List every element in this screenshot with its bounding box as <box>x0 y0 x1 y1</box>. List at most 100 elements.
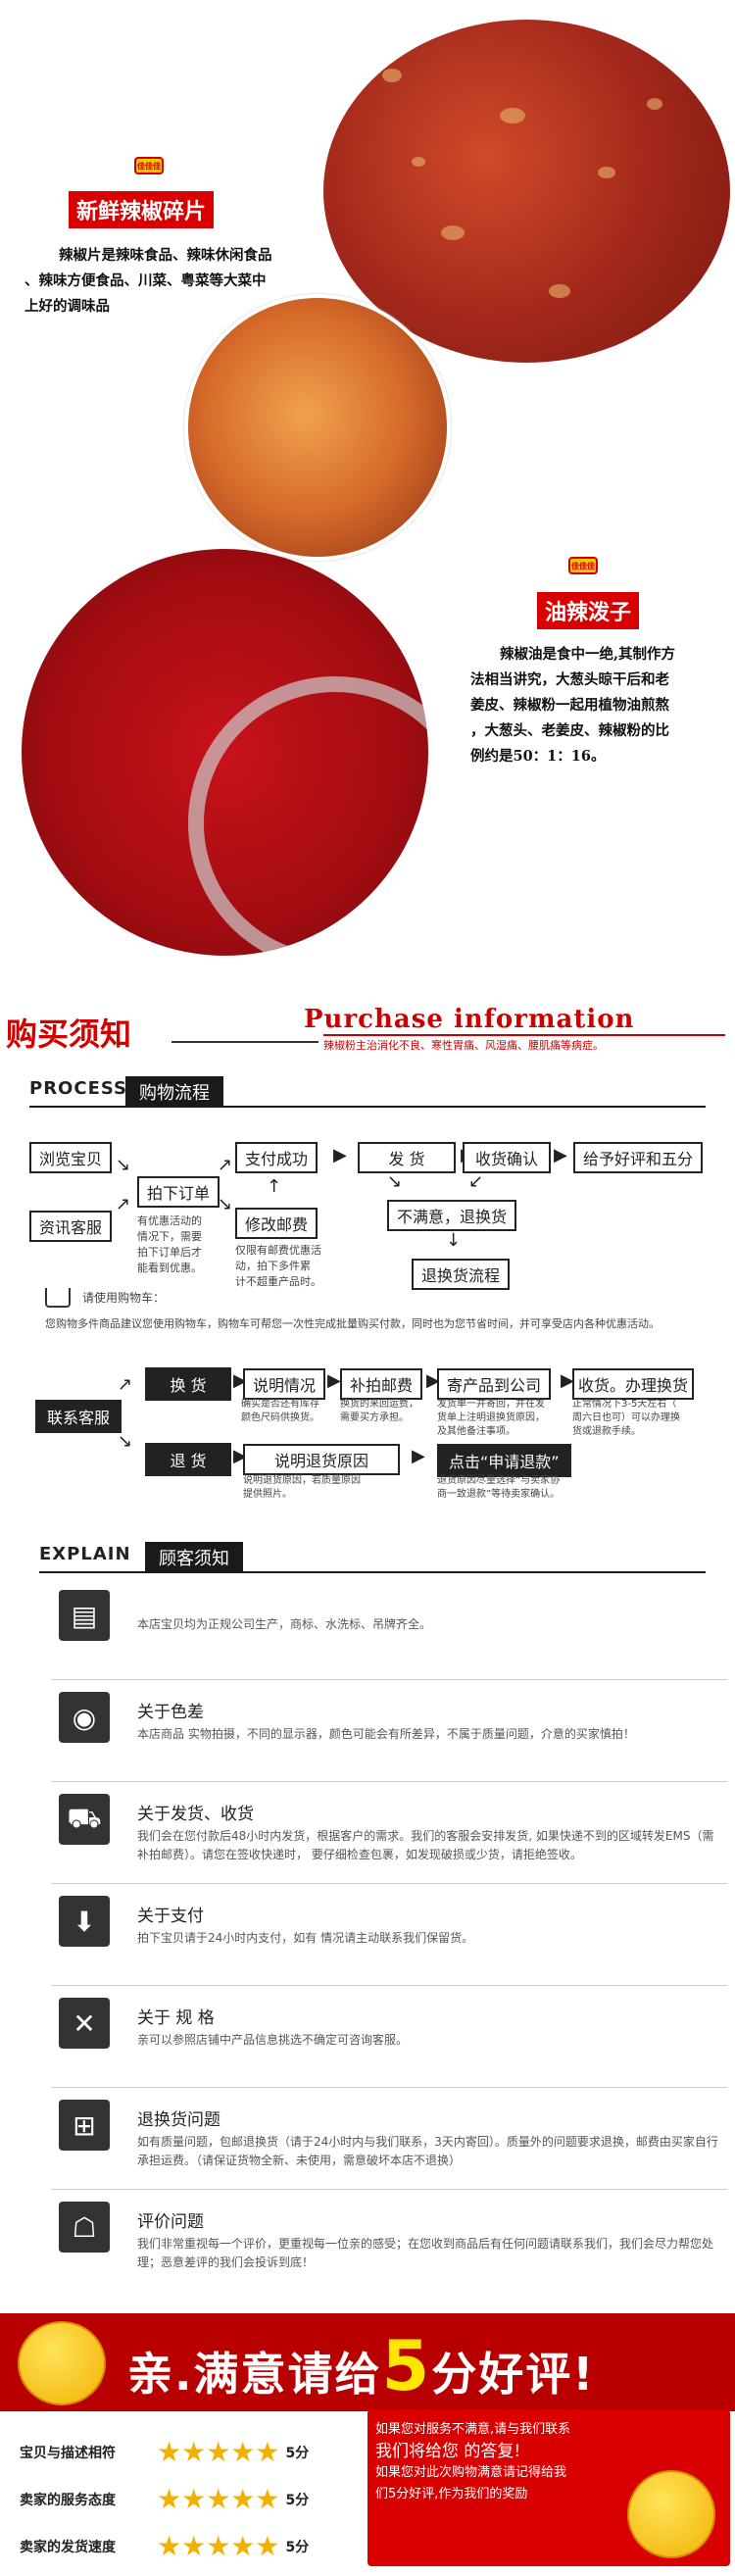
explain-item: ✕ 关于 规 格 亲可以参照店铺中产品信息挑选不确定可咨询客服。 <box>51 1986 727 2088</box>
arrow-icon: ▶ <box>333 1145 347 1165</box>
brand-logo-text: 佳佳佳 <box>571 561 595 570</box>
arrow-icon: ▶ <box>327 1370 341 1391</box>
purchase-title: 购买须知 <box>6 1016 132 1053</box>
desc-line: ，大葱头、老姜皮、辣椒粉的比 <box>470 722 669 739</box>
explain-text: 如有质量问题，包邮退换货（请于24小时内与我们联系，3天内寄回）。质量外的问题要… <box>137 2135 718 2167</box>
step-return-flow: 退换货流程 <box>412 1259 511 1290</box>
size-icon: ✕ <box>59 1998 110 2049</box>
situation-note: 确实是否还有库存 颜色尺码供换货。 <box>241 1398 319 1425</box>
divider <box>29 1106 706 1108</box>
star-icon: ★★★★★ <box>157 2436 280 2468</box>
arrow-icon: ↘ <box>387 1171 403 1192</box>
cart-icon <box>45 1288 71 1308</box>
explain-item: ⬇ 关于支付 拍下宝贝请于24小时内支付，如有 情况请主动联系我们保留货。 <box>51 1884 727 1986</box>
arrow-icon: ↗ <box>118 1374 133 1395</box>
review-banner <box>0 2313 735 2411</box>
cart-note: 您购物多件商品建议您使用购物车，购物车可帮您一次性完成批量购买付款，同时也为您节… <box>45 1317 660 1330</box>
cta-line: 如果您对服务不满意,请与我们联系 <box>375 2422 571 2437</box>
edit-note: 仅限有邮费优惠活 动，拍下多件累 计不超重产品时。 <box>235 1243 321 1290</box>
step-exchange: 换 货 <box>145 1367 231 1401</box>
cta-line: 们5分好评,作为我们的奖励 <box>375 2487 528 2502</box>
explain-title: 关于支付 <box>137 1907 204 1926</box>
step-send-company: 寄产品到公司 <box>437 1368 552 1400</box>
explain-item: ▤ 本店宝贝均为正规公司生产，商标、水洗标、吊牌齐全。 <box>51 1578 727 1680</box>
note-line: 仅限有邮费优惠活 <box>235 1244 321 1257</box>
divider <box>172 1041 318 1043</box>
step-order: 拍下订单 <box>137 1176 220 1208</box>
desc-line: 、辣味方便食品、川菜、粤菜等大菜中 <box>24 272 267 289</box>
explain-text: 拍下宝贝请于24小时内支付，如有 情况请主动联系我们保留货。 <box>137 1931 474 1945</box>
step-refund-reason: 说明退货原因 <box>243 1444 400 1475</box>
step-pay-postage: 补拍邮费 <box>340 1368 423 1400</box>
arrow-icon: ▶ <box>561 1370 574 1391</box>
review-icon: ☖ <box>59 2202 110 2253</box>
step-ship: 发 货 <box>358 1142 456 1173</box>
rating-score: 5分 <box>285 2540 310 2555</box>
brand-logo-text: 佳佳佳 <box>137 161 161 171</box>
arrow-icon: ↘ <box>218 1194 233 1214</box>
chili-flakes-image <box>323 20 730 363</box>
arrow-icon: ↗ <box>218 1155 233 1175</box>
rating-label: 卖家的发货速度 <box>20 2540 116 2555</box>
note-line: 正常情况下3-5天左右（ <box>572 1399 677 1410</box>
explain-title: 退换货问题 <box>137 2110 220 2130</box>
note-line: 货或退款手续。 <box>572 1426 641 1437</box>
rating-row: 宝贝与描述相符 ★★★★★ 5分 <box>20 2429 363 2476</box>
rating-score: 5分 <box>285 2446 310 2461</box>
step-edit-postage: 修改邮费 <box>235 1208 318 1239</box>
arrow-down-icon: ↓ <box>446 1230 462 1251</box>
send-note: 发货单一并寄回，并在发 货单上注明退换货原因， 及其他备注事项。 <box>437 1398 545 1439</box>
cta-line: 如果您对此次购物满意请记得给我 <box>375 2465 567 2480</box>
explain-title: 关于 规 格 <box>137 2008 215 2028</box>
certificate-icon: ▤ <box>59 1590 110 1641</box>
section-label: EXPLAIN <box>39 1544 131 1564</box>
desc-line: 法相当讲究，大葱头晾干后和老 <box>470 671 669 688</box>
product-title: 新鲜辣椒碎片 <box>69 191 215 228</box>
chili-oil-image <box>22 549 428 956</box>
banner-prefix: 亲.满意请给 <box>127 2348 382 2401</box>
explain-title: 关于色差 <box>137 1703 204 1722</box>
purchase-title-en: Purchase information <box>304 1005 635 1034</box>
smiley-icon <box>627 2470 715 2558</box>
divider <box>39 1571 706 1573</box>
postage-note: 换货的来回运费， 需要买方承担。 <box>340 1398 418 1425</box>
arrow-icon: ▶ <box>554 1145 567 1165</box>
arrow-up-icon: ↑ <box>267 1176 282 1197</box>
note-line: 计不超重产品时。 <box>235 1275 321 1288</box>
note-line: 退货原因尽量选择“与卖家协 <box>437 1475 561 1486</box>
note-line: 提供照片。 <box>243 1489 292 1500</box>
step-unsatisfied: 不满意，退换货 <box>387 1200 517 1231</box>
arrow-icon: ↘ <box>116 1155 131 1175</box>
cta-line: 我们将给您 的答复! <box>375 2442 521 2461</box>
note-line: 能看到优惠。 <box>137 1262 202 1274</box>
note-line: 颜色尺码供换货。 <box>241 1412 319 1423</box>
note-line: 需要买方承担。 <box>340 1412 409 1423</box>
step-browse: 浏览宝贝 <box>29 1142 113 1173</box>
section-title: 购物流程 <box>125 1076 223 1108</box>
rating-label: 卖家的服务态度 <box>20 2493 116 2508</box>
note-line: 周六日也可）可以办理换 <box>572 1412 680 1423</box>
desc-line: 上好的调味品 <box>24 298 110 315</box>
explain-item: ◉ 关于色差 本店商品 实物拍摄，不同的显示器，颜色可能会有所差异，不属于质量问… <box>51 1680 727 1782</box>
explain-text: 亲可以参照店铺中产品信息挑选不确定可咨询客服。 <box>137 2033 409 2047</box>
rating-score: 5分 <box>285 2493 310 2508</box>
note-line: 及其他备注事项。 <box>437 1426 515 1437</box>
desc-line: 姜皮、辣椒粉一起用植物油煎熬 <box>470 697 669 714</box>
step-contact: 联系客服 <box>35 1400 122 1433</box>
cta-text: 如果您对服务不满意,请与我们联系 我们将给您 的答复! 如果您对此次购物满意请记… <box>375 2419 620 2505</box>
purchase-subtitle: 辣椒粉主治消化不良、寒性胃痛、风湿痛、腰肌痛等病症。 <box>323 1039 604 1052</box>
refund-note: 说明退货原因，若质量原因 提供照片。 <box>243 1474 361 1502</box>
note-line: 确实是否还有库存 <box>241 1399 319 1410</box>
chili-dish-image <box>184 294 451 561</box>
rating-row: 卖家的服务态度 ★★★★★ 5分 <box>20 2476 363 2523</box>
note-line: 换货的来回运费， <box>340 1399 418 1410</box>
ratings: 宝贝与描述相符 ★★★★★ 5分 卖家的服务态度 ★★★★★ 5分 卖家的发货速… <box>20 2429 363 2570</box>
product-description: 辣椒油是食中一绝,其制作方 法相当讲究，大葱头晾干后和老 姜皮、辣椒粉一起用植物… <box>470 642 725 769</box>
explain-text: 本店宝贝均为正规公司生产，商标、水洗标、吊牌齐全。 <box>137 1617 432 1631</box>
explain-title: 评价问题 <box>137 2212 204 2232</box>
cart-label: 请使用购物车： <box>82 1291 166 1305</box>
arrow-icon: ↘ <box>118 1431 133 1452</box>
camera-icon: ◉ <box>59 1692 110 1743</box>
note-line: 情况下，需要 <box>137 1230 202 1243</box>
section-title: 顾客须知 <box>145 1542 243 1573</box>
